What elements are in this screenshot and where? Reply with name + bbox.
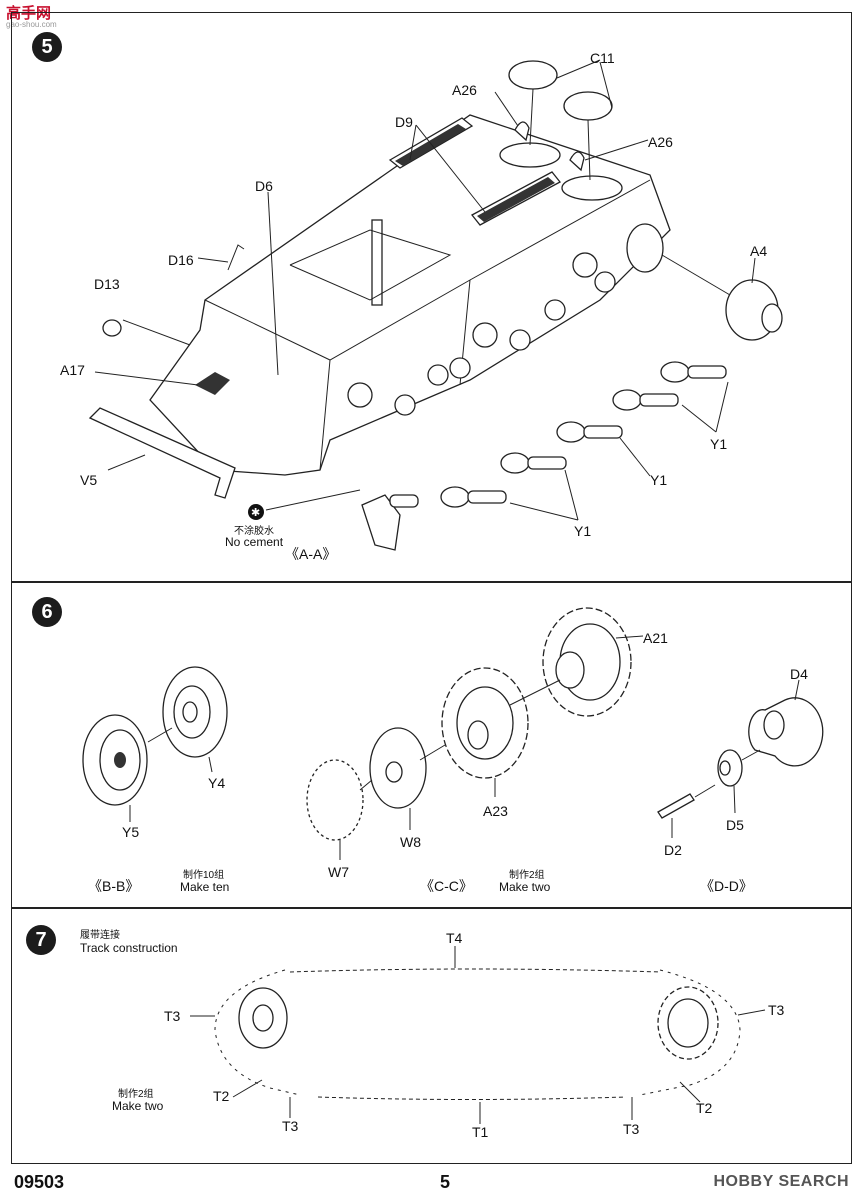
label-y1-c: Y1 [574,523,592,539]
view-cc: 《C-C》 [420,878,473,894]
label-y4: Y4 [208,775,226,791]
page-number: 5 [440,1172,451,1192]
headlight-d13 [102,319,122,337]
label-t2-left: T2 [213,1088,230,1104]
label-t2-right: T2 [696,1100,713,1116]
label-y1-b: Y1 [650,472,668,488]
step5-panel [11,12,852,582]
label-t1: T1 [472,1124,489,1140]
step6-panel [11,582,852,908]
svg-text:✱: ✱ [251,506,260,519]
sprocket-a21 [542,607,632,717]
make-two-en: Make two [112,1099,164,1113]
label-d13: D13 [94,276,120,292]
no-cement-icon [248,504,264,520]
step7-panel [11,908,852,1164]
ring-w7 [306,759,364,841]
label-d16: D16 [168,252,194,268]
roadwheel-y4 [162,666,228,758]
label-d6: D6 [255,178,273,194]
make-two-cn: 制作2组 [118,1089,154,1100]
make-bb-cn: 制作10组 [183,870,225,881]
label-y1-a: Y1 [710,436,728,452]
label-d2: D2 [664,842,682,858]
label-a17: A17 [60,362,85,378]
logo-subtext: gao-shou.com [6,20,57,29]
make-cc-en: Make two [499,880,551,894]
no-cement-en: No cement [225,535,284,549]
label-v5: V5 [80,472,98,488]
hull-post [371,219,383,306]
label-a4: A4 [750,243,768,259]
step7-badge: 7 [26,925,56,955]
torsion-mounts [347,252,616,416]
detail-aa-assembly [361,494,401,551]
sprocket-a23 [441,667,529,779]
label-t3-left: T3 [164,1008,181,1024]
label-d9: D9 [395,114,413,130]
label-a26-right: A26 [648,134,673,150]
label-t3-bottom-right: T3 [623,1121,640,1137]
label-d5: D5 [726,817,744,833]
label-t3-right: T3 [768,1002,785,1018]
grille-d9-right [471,171,561,226]
hull-body [149,114,671,476]
view-dd: 《D-D》 [700,878,753,894]
track-drive-sprocket [657,986,719,1060]
track-right-curve [639,969,741,1096]
label-w8: W8 [400,834,421,850]
label-a26-top: A26 [452,82,477,98]
step5-badge: 5 [32,32,62,62]
track-title-cn: 履带连接 [80,930,120,941]
watermark: HOBBY SEARCH [713,1173,849,1190]
axle-d2 [657,793,695,819]
front-plate-v5 [88,407,236,499]
view-aa: 《A-A》 [285,546,337,562]
label-w7: W7 [328,864,349,880]
site-logo: 高手网 gao-shou.com [6,2,57,29]
label-t3-bottom-left: T3 [282,1118,299,1134]
label-a21: A21 [643,630,668,646]
view-bb: 《B-B》 [88,878,140,894]
label-a23: A23 [483,803,508,819]
track-left-curve [214,969,301,1096]
track-top-run [289,968,661,973]
make-bb-en: Make ten [180,880,230,894]
track-title-en: Track construction [80,941,178,955]
disc-w8 [369,727,427,809]
track-idler-wheel [238,987,288,1049]
label-d4: D4 [790,666,808,682]
suspension-arms-y1 [440,361,727,508]
part-a17 [195,372,230,395]
no-cement-cn: 不涂胶水 [234,526,274,537]
roadwheel-y5 [82,714,148,806]
logo-text: 高手网 [6,5,52,22]
label-y5: Y5 [122,824,140,840]
step6-badge: 6 [32,597,62,627]
make-cc-cn: 制作2组 [509,870,545,881]
idler-d4 [748,697,824,767]
idler-d5 [717,749,743,787]
product-code: 09503 [14,1172,65,1192]
label-c11: C11 [590,50,615,66]
label-t4: T4 [446,930,463,946]
track-bottom-run [317,1096,626,1100]
